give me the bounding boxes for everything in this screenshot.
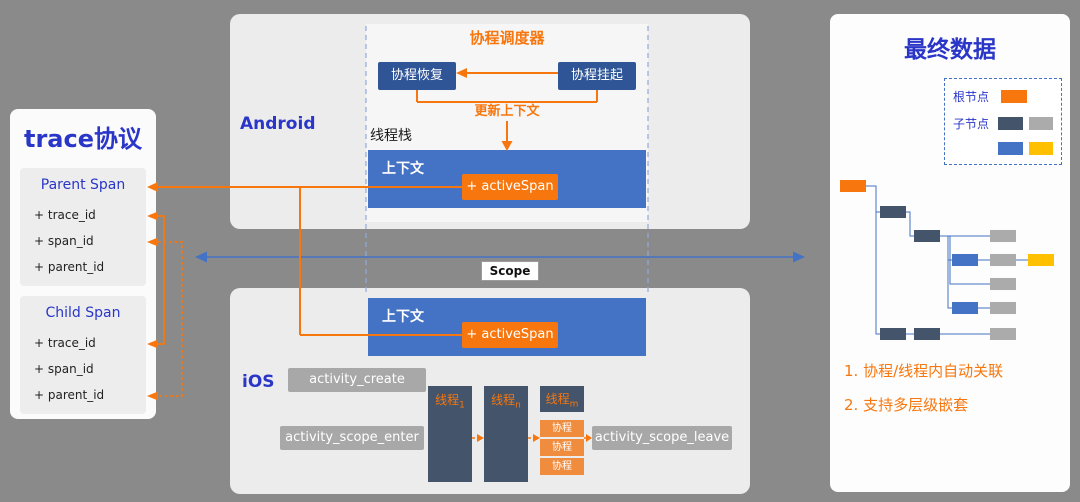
- legend-swatch-yellow: [1028, 142, 1053, 155]
- tree-node-g: [990, 278, 1016, 290]
- note-1: 1. 协程/线程内自动关联: [844, 362, 1004, 380]
- activity-scope-enter-box: activity_scope_enter: [280, 426, 424, 450]
- child-span-field-parent-id: + parent_id: [34, 388, 105, 402]
- scope-label: Scope: [481, 261, 539, 281]
- thread-column-n: 线程n: [484, 386, 528, 482]
- thread-stack-label: 线程栈: [370, 128, 412, 144]
- parent-span-box: Parent Span + trace_id + span_id + paren…: [20, 168, 146, 286]
- tree-node-b: [914, 230, 940, 242]
- tree-node-a: [880, 206, 906, 218]
- thread-label-m: 线程m: [545, 392, 579, 410]
- legend-row-child-2: [945, 137, 1061, 160]
- trace-protocol-title: trace协议: [23, 125, 142, 153]
- activity-scope-leave-box: activity_scope_leave: [592, 426, 732, 450]
- tree-node-root: [840, 180, 866, 192]
- child-span-field-span-id: + span_id: [34, 362, 94, 376]
- coroutine-block: 协程: [540, 420, 584, 437]
- thread-column-1: 线程1: [428, 386, 472, 482]
- android-active-span-badge: + activeSpan: [462, 174, 558, 200]
- parent-span-field-trace-id: + trace_id: [34, 208, 96, 222]
- tree-node-d: [952, 254, 978, 266]
- tree-node-k: [914, 328, 940, 340]
- tree-node-j: [880, 328, 906, 340]
- tree-node-i: [990, 302, 1016, 314]
- activity-create-box: activity_create: [288, 368, 426, 392]
- result-panel: 最终数据 根节点 子节点 1. 协程/线程内自动关联 2. 支持多层级嵌套: [830, 14, 1070, 492]
- trace-protocol-panel: trace协议 Parent Span + trace_id + span_id…: [10, 109, 156, 419]
- update-context-label: 更新上下文: [464, 103, 550, 121]
- android-label: Android: [240, 114, 316, 134]
- legend-swatch-root: [1001, 90, 1027, 103]
- ios-panel: 上下文 + activeSpan iOS activity_create act…: [230, 288, 750, 494]
- android-panel: 协程调度器 协程恢复 协程挂起 Android 线程栈 上下文 + active…: [230, 14, 750, 229]
- ios-active-span-badge: + activeSpan: [462, 322, 558, 348]
- thread-label-1: 线程1: [435, 393, 465, 411]
- ios-context-label: 上下文: [382, 309, 424, 325]
- android-context-label: 上下文: [382, 161, 424, 177]
- ios-context-bar: 上下文 + activeSpan: [368, 298, 646, 356]
- ios-label: iOS: [242, 372, 275, 392]
- tree-node-l: [990, 328, 1016, 340]
- legend-swatch-gray: [1028, 117, 1053, 130]
- tree-node-c: [990, 230, 1016, 242]
- legend-swatch-blue: [998, 142, 1023, 155]
- child-span-box: Child Span + trace_id + span_id + parent…: [20, 296, 146, 414]
- android-context-bar: 上下文 + activeSpan: [368, 150, 646, 208]
- legend-row-root: 根节点: [945, 83, 1061, 110]
- coroutine-resume-box: 协程恢复: [378, 62, 456, 90]
- parent-span-title: Parent Span: [40, 177, 126, 193]
- parent-span-field-span-id: + span_id: [34, 234, 94, 248]
- thread-column-m: 线程m: [540, 386, 584, 412]
- legend-swatch-slate: [998, 117, 1023, 130]
- thread-label-n: 线程n: [491, 393, 521, 411]
- coroutine-block: 协程: [540, 439, 584, 456]
- tree-node-e: [990, 254, 1016, 266]
- note-2: 2. 支持多层级嵌套: [844, 396, 969, 414]
- result-tree: [840, 180, 1054, 340]
- child-span-title: Child Span: [45, 305, 121, 321]
- coroutine-suspend-box: 协程挂起: [558, 62, 636, 90]
- coroutine-scheduler-title: 协程调度器: [469, 29, 545, 47]
- legend-root-label: 根节点: [953, 90, 990, 104]
- child-span-field-trace-id: + trace_id: [34, 336, 96, 350]
- legend-box: 根节点 子节点: [944, 78, 1062, 165]
- result-title: 最终数据: [904, 37, 996, 63]
- parent-span-field-parent-id: + parent_id: [34, 260, 105, 274]
- tree-node-f: [1028, 254, 1054, 266]
- legend-row-child-1: 子节点: [945, 110, 1061, 137]
- coroutine-block: 协程: [540, 458, 584, 475]
- tree-node-h: [952, 302, 978, 314]
- legend-child-label: 子节点: [953, 117, 990, 131]
